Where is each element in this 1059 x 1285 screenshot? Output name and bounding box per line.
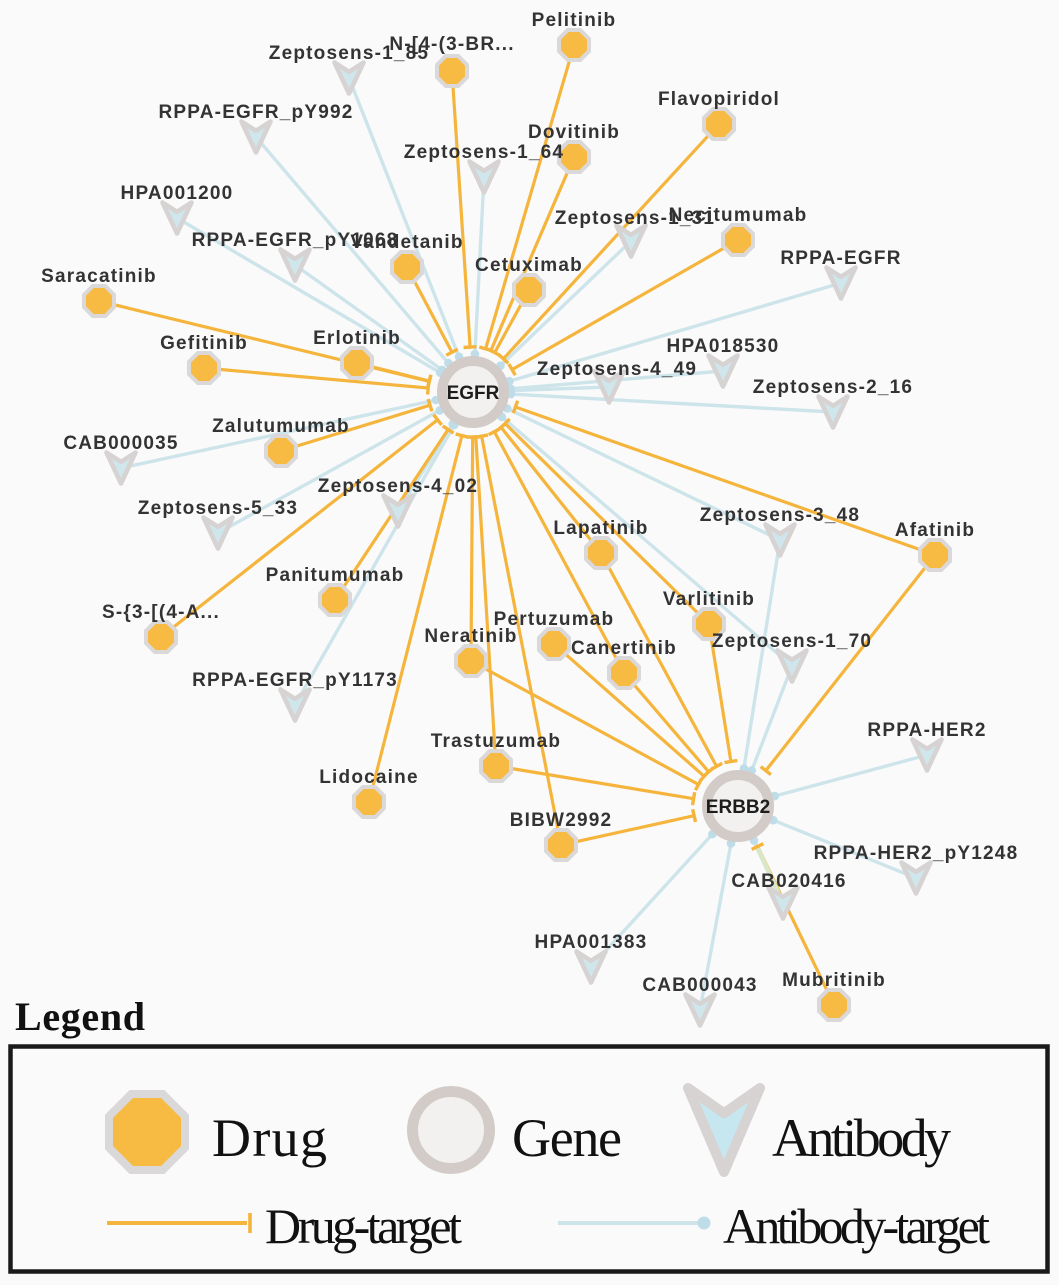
svg-text:Cetuximab: Cetuximab [475, 255, 583, 276]
svg-text:N-[4-(3-BR...: N-[4-(3-BR... [389, 34, 514, 55]
svg-text:Erlotinib: Erlotinib [313, 328, 401, 349]
svg-text:Dovitinib: Dovitinib [528, 122, 620, 143]
svg-text:Zeptosens-1_64: Zeptosens-1_64 [404, 142, 564, 163]
svg-text:CAB020416: CAB020416 [731, 871, 846, 892]
svg-text:RPPA-EGFR_pY1173: RPPA-EGFR_pY1173 [192, 670, 398, 691]
svg-text:Zeptosens-4_49: Zeptosens-4_49 [537, 359, 697, 380]
svg-text:Zeptosens-4_02: Zeptosens-4_02 [318, 476, 478, 497]
svg-text:RPPA-EGFR_pY992: RPPA-EGFR_pY992 [158, 102, 353, 123]
svg-text:Pelitinib: Pelitinib [532, 10, 617, 31]
svg-text:Zeptosens-1_31: Zeptosens-1_31 [555, 208, 715, 229]
svg-text:RPPA-EGFR: RPPA-EGFR [780, 248, 901, 269]
svg-text:Vandetanib: Vandetanib [350, 232, 463, 253]
svg-text:RPPA-EGFR_pY1068: RPPA-EGFR_pY1068 [192, 230, 399, 251]
svg-text:Saracatinib: Saracatinib [41, 266, 157, 287]
svg-text:Canertinib: Canertinib [571, 638, 677, 659]
svg-text:Drug-target: Drug-target [265, 1198, 462, 1254]
svg-text:Drug: Drug [212, 1108, 327, 1168]
svg-text:Antibody: Antibody [772, 1108, 951, 1168]
svg-text:Necitumumab: Necitumumab [669, 205, 808, 226]
svg-text:Lapatinib: Lapatinib [553, 518, 648, 539]
svg-text:S-{3-[(4-A...: S-{3-[(4-A... [102, 602, 220, 623]
svg-text:Gefitinib: Gefitinib [160, 333, 248, 354]
svg-text:Varlitinib: Varlitinib [663, 589, 755, 610]
svg-text:ERBB2: ERBB2 [706, 797, 770, 818]
svg-text:HPA018530: HPA018530 [667, 336, 780, 357]
svg-text:Neratinib: Neratinib [424, 626, 517, 647]
svg-text:Gene: Gene [512, 1108, 622, 1168]
svg-text:RPPA-HER2_pY1248: RPPA-HER2_pY1248 [814, 843, 1019, 864]
svg-text:Zeptosens-5_33: Zeptosens-5_33 [138, 498, 298, 519]
svg-text:EGFR: EGFR [447, 383, 500, 404]
svg-text:Panitumumab: Panitumumab [266, 565, 405, 586]
svg-text:Zeptosens-2_16: Zeptosens-2_16 [753, 377, 913, 398]
svg-text:Lidocaine: Lidocaine [319, 767, 418, 788]
svg-text:Antibody-target: Antibody-target [723, 1198, 990, 1254]
svg-text:HPA001200: HPA001200 [121, 183, 234, 204]
svg-text:Zeptosens-1_70: Zeptosens-1_70 [712, 631, 872, 652]
svg-text:Zalutumumab: Zalutumumab [212, 416, 350, 437]
svg-text:BIBW2992: BIBW2992 [510, 810, 613, 831]
svg-text:CAB000035: CAB000035 [63, 433, 178, 454]
svg-text:Zeptosens-3_48: Zeptosens-3_48 [700, 505, 860, 526]
svg-text:Trastuzumab: Trastuzumab [431, 731, 561, 752]
svg-text:Zeptosens-1_85: Zeptosens-1_85 [269, 43, 429, 64]
svg-text:RPPA-HER2: RPPA-HER2 [867, 720, 986, 741]
svg-text:HPA001383: HPA001383 [535, 932, 648, 953]
svg-text:Legend: Legend [15, 994, 145, 1039]
svg-text:Flavopiridol: Flavopiridol [658, 89, 780, 110]
svg-text:CAB000043: CAB000043 [642, 975, 757, 996]
svg-text:Pertuzumab: Pertuzumab [494, 609, 615, 630]
svg-text:Mubritinib: Mubritinib [782, 970, 886, 991]
svg-text:Afatinib: Afatinib [895, 520, 975, 541]
